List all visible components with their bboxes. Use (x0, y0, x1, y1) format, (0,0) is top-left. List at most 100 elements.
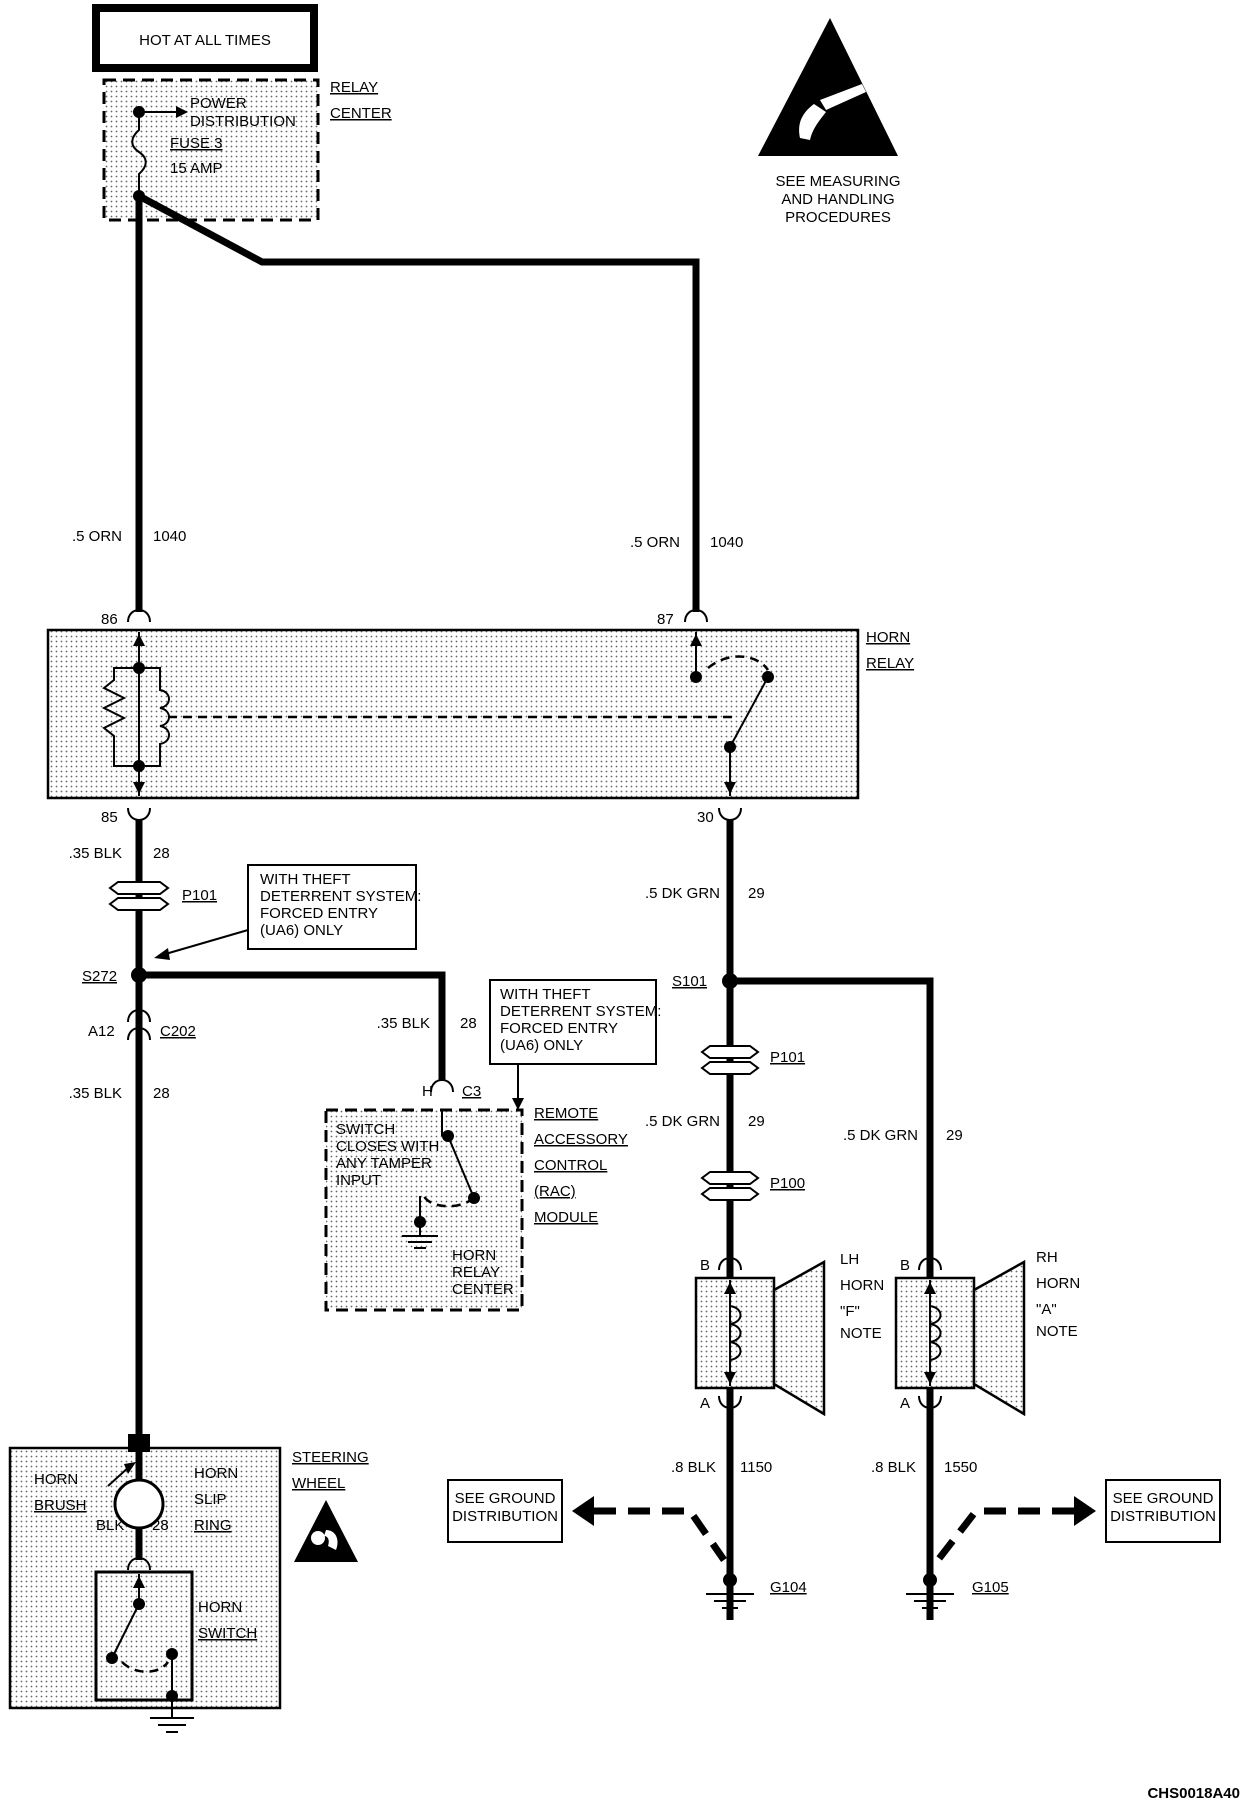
lh-horn (694, 1259, 826, 1417)
svg-text:.35 BLK: .35 BLK (69, 1085, 122, 1102)
svg-text:1040: 1040 (710, 534, 743, 551)
svg-text:"F": "F" (840, 1303, 860, 1320)
svg-text:DISTRIBUTION: DISTRIBUTION (1110, 1508, 1216, 1525)
svg-text:28: 28 (153, 1085, 170, 1102)
svg-text:HOT AT ALL TIMES: HOT AT ALL TIMES (139, 32, 271, 49)
svg-text:B: B (700, 1257, 710, 1274)
svg-text:1040: 1040 (153, 528, 186, 545)
svg-text:A: A (900, 1395, 910, 1412)
svg-text:SWITCH: SWITCH (198, 1625, 257, 1642)
horn-switch (94, 1570, 194, 1702)
horn-relay (46, 628, 860, 800)
svg-text:HORN: HORN (840, 1277, 884, 1294)
connector-85 (127, 807, 151, 821)
svg-text:(UA6) ONLY: (UA6) ONLY (500, 1037, 583, 1054)
svg-text:.5 DK GRN: .5 DK GRN (843, 1127, 918, 1144)
svg-text:1550: 1550 (944, 1459, 977, 1476)
theft-note-2: WITH THEFT DETERRENT SYSTEM: FORCED ENTR… (489, 979, 661, 1065)
connector-p100 (700, 1171, 760, 1201)
arrow-icon (572, 1496, 594, 1526)
wire-28-rac (139, 971, 446, 1080)
hot-at-all-times-box: HOT AT ALL TIMES (92, 4, 318, 72)
rac-module: SWITCH CLOSES WITH ANY TAMPER INPUT HORN… (324, 1108, 524, 1312)
svg-text:29: 29 (748, 1113, 765, 1130)
svg-text:BLK: BLK (96, 1517, 124, 1534)
ground-distribution-note-right: SEE GROUND DISTRIBUTION (1105, 1479, 1221, 1543)
svg-text:WHEEL: WHEEL (292, 1475, 345, 1492)
connector-86 (127, 609, 151, 623)
arrow-icon (1074, 1496, 1096, 1526)
svg-text:C3: C3 (462, 1083, 481, 1100)
connector-30 (718, 807, 742, 821)
svg-text:NOTE: NOTE (840, 1325, 882, 1342)
theft-note-1: WITH THEFT DETERRENT SYSTEM: FORCED ENTR… (247, 864, 421, 950)
svg-text:29: 29 (748, 885, 765, 902)
svg-text:.5 DK GRN: .5 DK GRN (645, 885, 720, 902)
rh-horn (894, 1259, 1026, 1417)
svg-text:P100: P100 (770, 1175, 805, 1192)
svg-text:HORN: HORN (1036, 1275, 1080, 1292)
svg-text:BRUSH: BRUSH (34, 1497, 87, 1514)
svg-text:P101: P101 (770, 1049, 805, 1066)
steering-wheel-assembly (8, 1434, 282, 1710)
svg-text:RING: RING (194, 1517, 232, 1534)
svg-text:WITH THEFT: WITH THEFT (260, 871, 351, 888)
svg-text:RELAY: RELAY (452, 1264, 500, 1281)
svg-text:28: 28 (153, 845, 170, 862)
svg-text:ANY TAMPER: ANY TAMPER (336, 1155, 432, 1172)
svg-text:.8 BLK: .8 BLK (871, 1459, 916, 1476)
svg-text:B: B (900, 1257, 910, 1274)
svg-text:A12: A12 (88, 1023, 115, 1040)
svg-text:.5 ORN: .5 ORN (630, 534, 680, 551)
ground-distribution-note-left: SEE GROUND DISTRIBUTION (447, 1479, 563, 1543)
svg-text:.5 DK GRN: .5 DK GRN (645, 1113, 720, 1130)
svg-text:28: 28 (460, 1015, 477, 1032)
airbag-warning-icon (294, 1500, 358, 1562)
svg-text:C202: C202 (160, 1023, 196, 1040)
svg-text:SEE GROUND: SEE GROUND (455, 1490, 556, 1507)
svg-text:1150: 1150 (740, 1459, 772, 1476)
svg-text:SEE MEASURING: SEE MEASURING (775, 173, 900, 190)
svg-text:POWER: POWER (190, 95, 247, 112)
svg-text:HORN: HORN (452, 1247, 496, 1264)
svg-text:FORCED ENTRY: FORCED ENTRY (500, 1020, 618, 1037)
connector-p101-right (700, 1045, 760, 1075)
svg-text:REMOTE: REMOTE (534, 1105, 598, 1122)
svg-text:(RAC): (RAC) (534, 1183, 576, 1200)
svg-text:WITH THEFT: WITH THEFT (500, 986, 591, 1003)
svg-text:86: 86 (101, 611, 118, 628)
connector-87 (684, 609, 708, 623)
svg-text:LH: LH (840, 1251, 859, 1268)
svg-text:RH: RH (1036, 1249, 1058, 1266)
relay-resistor (101, 667, 139, 767)
svg-text:30: 30 (697, 809, 714, 826)
svg-text:FUSE 3: FUSE 3 (170, 135, 223, 152)
svg-text:HORN: HORN (198, 1599, 242, 1616)
svg-text:DETERRENT SYSTEM:: DETERRENT SYSTEM: (260, 888, 421, 905)
relay-switch-contact (729, 676, 769, 748)
svg-text:(UA6) ONLY: (UA6) ONLY (260, 922, 343, 939)
wire-1040-right (137, 192, 700, 612)
connector-c3 (430, 1079, 454, 1093)
svg-text:NOTE: NOTE (1036, 1323, 1078, 1340)
fuse-symbol (131, 112, 147, 196)
svg-text:CENTER: CENTER (330, 105, 392, 122)
svg-text:RELAY: RELAY (866, 655, 914, 672)
svg-text:HORN: HORN (194, 1465, 238, 1482)
svg-text:HORN: HORN (866, 629, 910, 646)
svg-text:DISTRIBUTION: DISTRIBUTION (452, 1508, 558, 1525)
svg-text:.35 BLK: .35 BLK (69, 845, 122, 862)
svg-text:"A": "A" (1036, 1301, 1057, 1318)
svg-text:PROCEDURES: PROCEDURES (785, 209, 891, 226)
svg-text:SEE GROUND: SEE GROUND (1113, 1490, 1214, 1507)
svg-text:85: 85 (101, 809, 118, 826)
ground-icon (150, 1717, 194, 1733)
svg-text:HORN: HORN (34, 1471, 78, 1488)
svg-text:H: H (422, 1083, 433, 1100)
figure-id: CHS0018A40 (1147, 1785, 1240, 1802)
svg-text:87: 87 (657, 611, 674, 628)
svg-text:S272: S272 (82, 968, 117, 985)
svg-text:.35 BLK: .35 BLK (377, 1015, 430, 1032)
svg-text:MODULE: MODULE (534, 1209, 598, 1226)
